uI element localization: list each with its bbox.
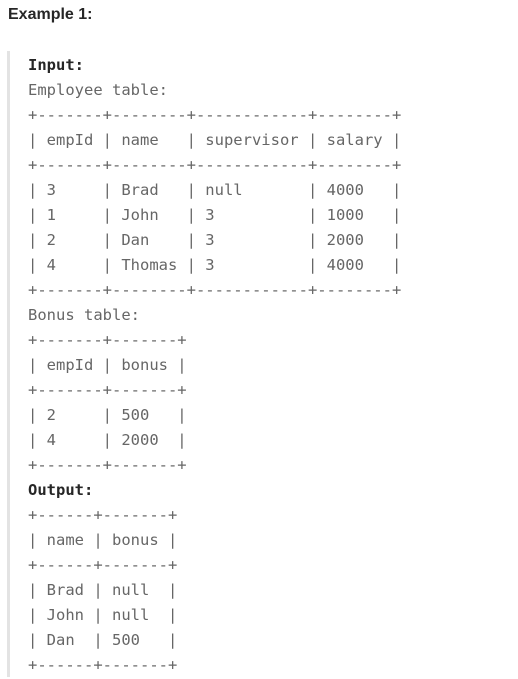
output-table-border: +------+-------+ bbox=[28, 656, 178, 674]
example-block bbox=[7, 51, 510, 677]
employee-table-border: +-------+--------+------------+--------+ bbox=[28, 156, 402, 174]
output-table-row: | John | null | bbox=[28, 606, 178, 624]
employee-table-caption: Employee table: bbox=[28, 81, 168, 99]
employee-table-row: | 1 | John | 3 | 1000 | bbox=[28, 206, 402, 224]
employee-table-header: | empId | name | supervisor | salary | bbox=[28, 131, 402, 149]
input-label: Input: bbox=[28, 56, 84, 74]
bonus-table-header: | empId | bonus | bbox=[28, 356, 187, 374]
example-heading: Example 1: bbox=[8, 6, 93, 23]
employee-table-border: +-------+--------+------------+--------+ bbox=[28, 106, 402, 124]
output-table-row: | Brad | null | bbox=[28, 581, 178, 599]
output-table-border: +------+-------+ bbox=[28, 556, 178, 574]
bonus-table-caption: Bonus table: bbox=[28, 306, 140, 324]
bonus-table-row: | 2 | 500 | bbox=[28, 406, 187, 424]
employee-table-row: | 4 | Thomas | 3 | 4000 | bbox=[28, 256, 402, 274]
employee-table-row: | 3 | Brad | null | 4000 | bbox=[28, 181, 402, 199]
employee-table-border: +-------+--------+------------+--------+ bbox=[28, 281, 402, 299]
output-label: Output: bbox=[28, 481, 94, 499]
bonus-table-row: | 4 | 2000 | bbox=[28, 431, 187, 449]
output-table-border: +------+-------+ bbox=[28, 506, 178, 524]
bonus-table-border: +-------+-------+ bbox=[28, 381, 187, 399]
output-table-header: | name | bonus | bbox=[28, 531, 178, 549]
bonus-table-border: +-------+-------+ bbox=[28, 456, 187, 474]
bonus-table-border: +-------+-------+ bbox=[28, 331, 187, 349]
example-code: Input: Employee table: +-------+--------+-… bbox=[28, 53, 401, 678]
output-table-row: | Dan | 500 | bbox=[28, 631, 178, 649]
employee-table-row: | 2 | Dan | 3 | 2000 | bbox=[28, 231, 402, 249]
